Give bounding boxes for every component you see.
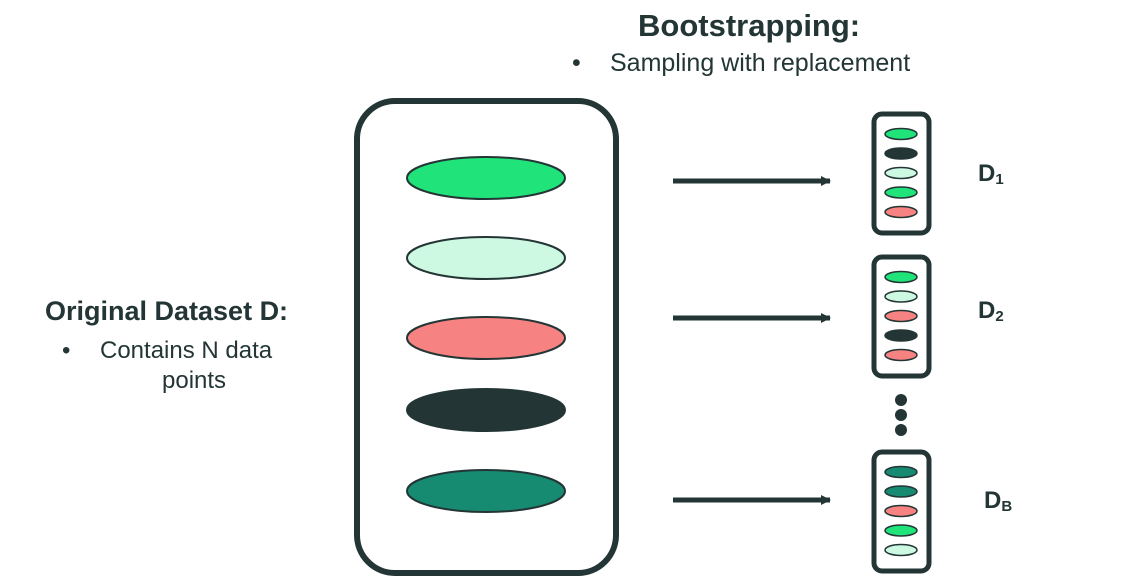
sample-data-point [884, 524, 918, 537]
sample-data-point [884, 186, 918, 199]
bootstrapping-title: Bootstrapping: [638, 8, 861, 43]
ellipsis-dot [895, 424, 907, 436]
data-point [406, 236, 566, 280]
bootstrapping-bullet-text: Sampling with replacement [610, 49, 911, 77]
ellipsis-dot [895, 394, 907, 406]
data-point [406, 388, 566, 432]
bootstrapping-bullet: • Sampling with replacement [572, 49, 910, 78]
sample-label-main: D [978, 160, 996, 187]
sample-label-sub: 2 [995, 308, 1004, 325]
bullet-dot: • [62, 337, 71, 364]
sample-data-point [884, 465, 918, 479]
sample-label-d1: D1 [978, 160, 1004, 188]
original-dataset-title: Original Dataset D: [45, 296, 289, 326]
sample-label-sub: B [1001, 498, 1013, 515]
original-dataset-items [406, 156, 566, 513]
sample-data-point [884, 166, 918, 180]
original-dataset-bullet-line2: points [162, 367, 227, 394]
original-dataset-bullet-line1: Contains N data [100, 337, 273, 364]
sample-data-point [884, 543, 918, 557]
data-point [406, 316, 566, 360]
bootstrap-samples [871, 111, 932, 574]
sample-label-d2: D2 [978, 297, 1004, 325]
sample-data-point [884, 485, 918, 498]
sample-data-point [884, 205, 918, 219]
bullet-dot: • [572, 49, 581, 77]
sample-data-point [884, 127, 918, 141]
ellipsis-dot [895, 409, 907, 421]
sample-label-sub: 1 [995, 171, 1004, 188]
sample-data-point [884, 348, 918, 362]
sample-label-db: DB [984, 487, 1012, 515]
sample-data-point [884, 309, 918, 323]
data-point [406, 156, 566, 200]
sample-label-main: D [984, 487, 1002, 514]
sample-data-point [884, 329, 918, 342]
sample-label-main: D [978, 297, 996, 324]
sample-data-point [884, 147, 918, 160]
sample-data-point [884, 270, 918, 284]
original-dataset-bullet: • Contains N data points [62, 336, 272, 396]
sample-data-point [884, 504, 918, 518]
sample-data-point [884, 290, 918, 303]
data-point [406, 469, 566, 513]
